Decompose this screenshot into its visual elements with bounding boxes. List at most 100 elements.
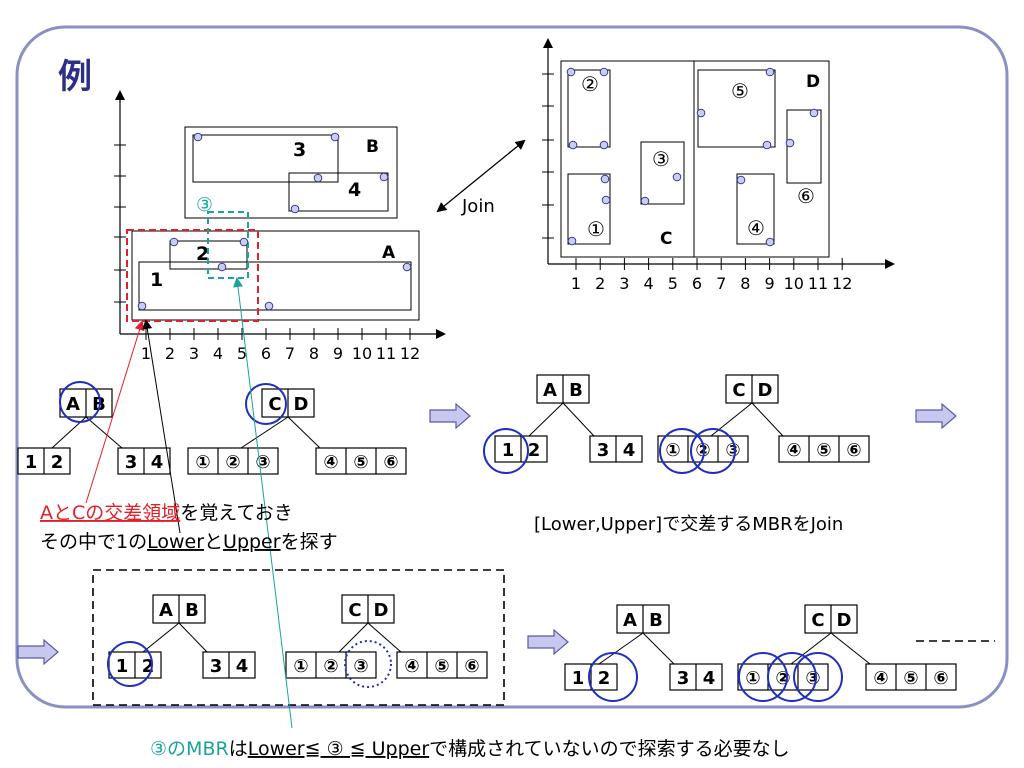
data-point (640, 196, 650, 206)
highlight-circle (767, 652, 817, 702)
label-circ5: ⑤ (731, 79, 749, 103)
node-entry: 1 (116, 656, 129, 677)
node-entry: ④ (323, 452, 338, 473)
highlight-circle (738, 652, 788, 702)
mbr-rect-circ6 (786, 109, 822, 184)
x-tick-label: 1 (571, 274, 581, 293)
highlight-circle (659, 428, 705, 474)
step-arrow (429, 402, 471, 430)
x-tick-label: 7 (285, 344, 295, 363)
mbr-rect-circ4 (736, 173, 775, 245)
tree-edge (178, 622, 208, 653)
node-entry: 2 (598, 668, 611, 689)
node-entry: A (159, 600, 173, 621)
node-entry: ① (745, 668, 760, 689)
caption-bottom-mbr: のMBR (167, 738, 229, 760)
mbr-rect-circ3 (640, 141, 685, 205)
caption-note-2a: その中で1の (40, 531, 147, 553)
node-entry: A (543, 380, 557, 401)
label-circ1: ① (587, 217, 605, 241)
node-entry: 1 (502, 440, 515, 461)
node-entry: 1 (572, 668, 585, 689)
data-point (672, 172, 682, 182)
data-point (402, 262, 412, 272)
x-tick-label: 5 (668, 274, 678, 293)
tree-edge (367, 622, 402, 653)
highlight-circle (588, 652, 638, 702)
tree-edge (338, 622, 369, 653)
data-point (290, 204, 300, 214)
tree-edge (85, 416, 123, 449)
node-entry: C (811, 610, 824, 631)
node-entry: 4 (703, 668, 716, 689)
highlight-circle (793, 652, 843, 702)
slide-title: 例 (58, 57, 92, 97)
mbr-node-b (184, 126, 398, 219)
caption-note-rest: を覚えておき (180, 502, 292, 524)
node-entry: 4 (236, 656, 249, 677)
data-point (736, 175, 746, 185)
node-entry: A (66, 394, 80, 415)
node-box (865, 663, 957, 691)
node-entry: C (268, 394, 281, 415)
node-entry: ④ (873, 668, 888, 689)
mbr-rect-4 (288, 172, 389, 212)
node-entry: ② (323, 656, 338, 677)
caption-note-red: AとCの交差領域 (40, 502, 180, 524)
node-entry: 2 (51, 452, 64, 473)
data-point (137, 301, 147, 311)
tree-edge (751, 402, 784, 437)
x-tick-label: 6 (261, 344, 271, 363)
data-point (330, 132, 340, 142)
mbr-node-a (131, 230, 420, 321)
node-box (285, 651, 377, 679)
node-entry: ⑥ (846, 440, 861, 461)
node-entry: ② (775, 668, 790, 689)
tree-edge (598, 632, 644, 665)
label-query: ③ (196, 194, 213, 216)
data-point (785, 138, 795, 148)
caption-join-desc: [Lower,Upper]で交差するMBRをJoin (534, 514, 843, 535)
caption-note-line2: その中で1のLowerとUpperを探す (40, 531, 338, 553)
node-box (396, 651, 488, 679)
data-point (264, 301, 274, 311)
node-entry: D (758, 380, 773, 401)
pointer-red (85, 320, 145, 504)
x-tick-label: 10 (784, 274, 804, 293)
join-arrow (436, 139, 526, 213)
node-entry: D (294, 394, 309, 415)
data-point (566, 67, 576, 77)
mbr-rect-circ1 (567, 173, 611, 245)
step-arrow (17, 638, 59, 666)
node-entry: 2 (528, 440, 541, 461)
data-point (193, 132, 203, 142)
node-entry: ③ (255, 452, 270, 473)
node-entry: C (732, 380, 745, 401)
highlight-circle (245, 383, 287, 425)
label-circ3: ③ (652, 147, 670, 171)
mbr-rect-1 (138, 261, 412, 311)
node-entry: A (623, 610, 637, 631)
node-entry: 3 (210, 656, 223, 677)
data-point (599, 67, 609, 77)
label-circ6: ⑥ (797, 184, 815, 208)
x-tick-label: 10 (352, 344, 372, 363)
data-point (765, 67, 775, 77)
caption-bottom-ha: は (229, 738, 248, 760)
node-entry: 3 (597, 440, 610, 461)
x-tick-label: 3 (619, 274, 629, 293)
x-tick-label: 7 (716, 274, 726, 293)
node-entry: 3 (125, 452, 138, 473)
node-entry: 4 (151, 452, 164, 473)
node-entry: ⑤ (434, 656, 449, 677)
